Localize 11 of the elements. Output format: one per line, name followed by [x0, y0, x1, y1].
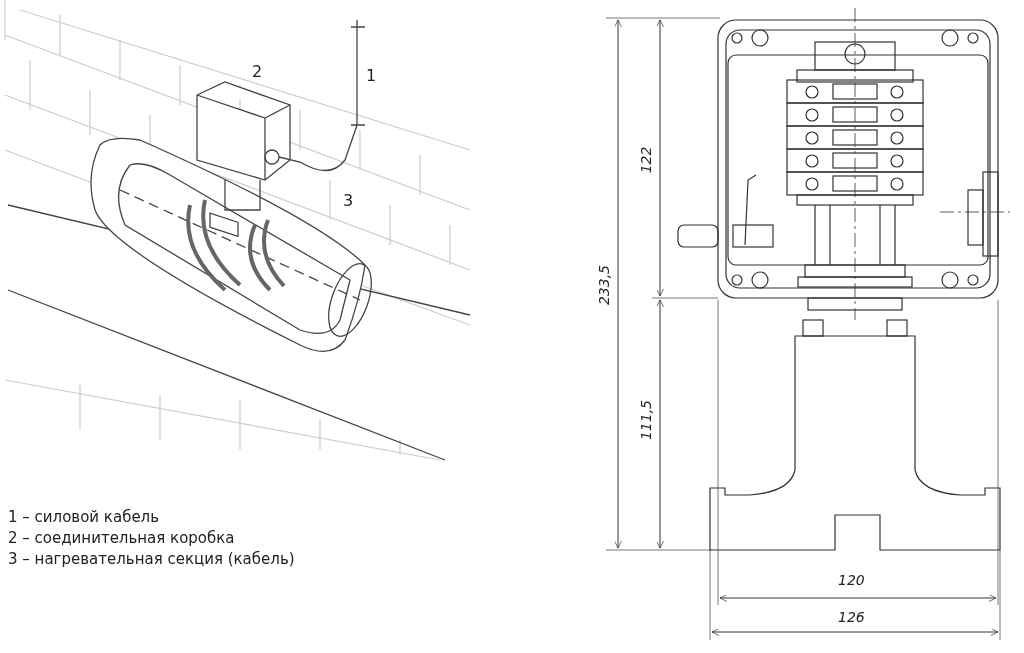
callout-number: 1 [366, 68, 377, 84]
legend-text: 2 – соединительная коробка [8, 531, 235, 546]
dimension-value: 126 [838, 610, 865, 624]
callout-number: 2 [252, 64, 263, 80]
dimension-value: 120 [838, 573, 865, 587]
callout-number: 3 [343, 193, 354, 209]
dimension-value: 111,5 [639, 399, 653, 441]
dimension-value: 233,5 [597, 264, 611, 306]
legend-text: 1 – силовой кабель [8, 510, 160, 525]
dimension-value: 122 [639, 146, 653, 174]
legend-text: 3 – нагревательная секция (кабель) [8, 552, 295, 567]
